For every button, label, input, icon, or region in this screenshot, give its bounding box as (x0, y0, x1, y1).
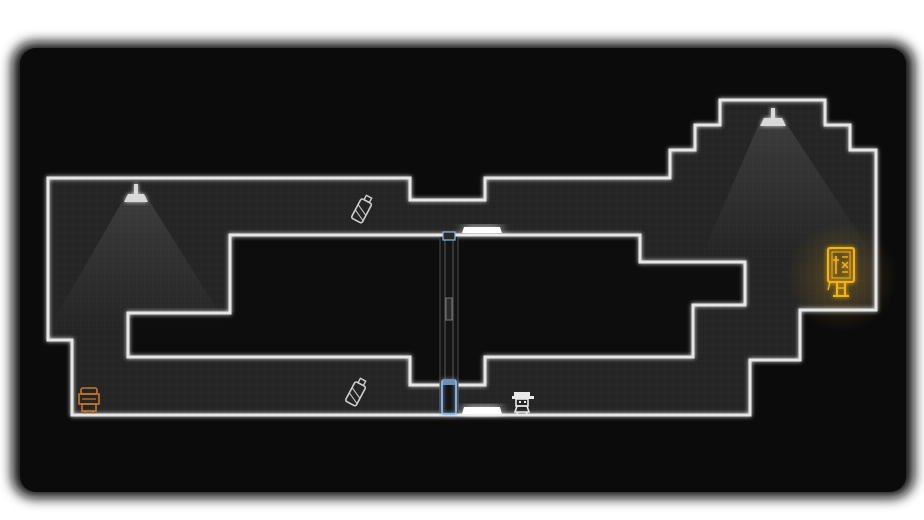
spray-can-icon[interactable] (344, 377, 368, 407)
lamp-light-cone (48, 202, 230, 330)
pressure-pad[interactable] (462, 407, 502, 414)
guard-robot-icon (78, 387, 100, 414)
inner-wall-block (128, 235, 745, 385)
sliding-door[interactable] (439, 231, 459, 415)
spray-can-icon[interactable] (350, 194, 374, 224)
exit-terminal-icon[interactable] (827, 247, 855, 297)
ceiling-lamp (760, 108, 786, 126)
pressure-pad[interactable] (462, 227, 502, 233)
player-character-icon[interactable] (512, 392, 534, 416)
wall-outline (46, 98, 878, 417)
ceiling-lamp (124, 184, 148, 202)
